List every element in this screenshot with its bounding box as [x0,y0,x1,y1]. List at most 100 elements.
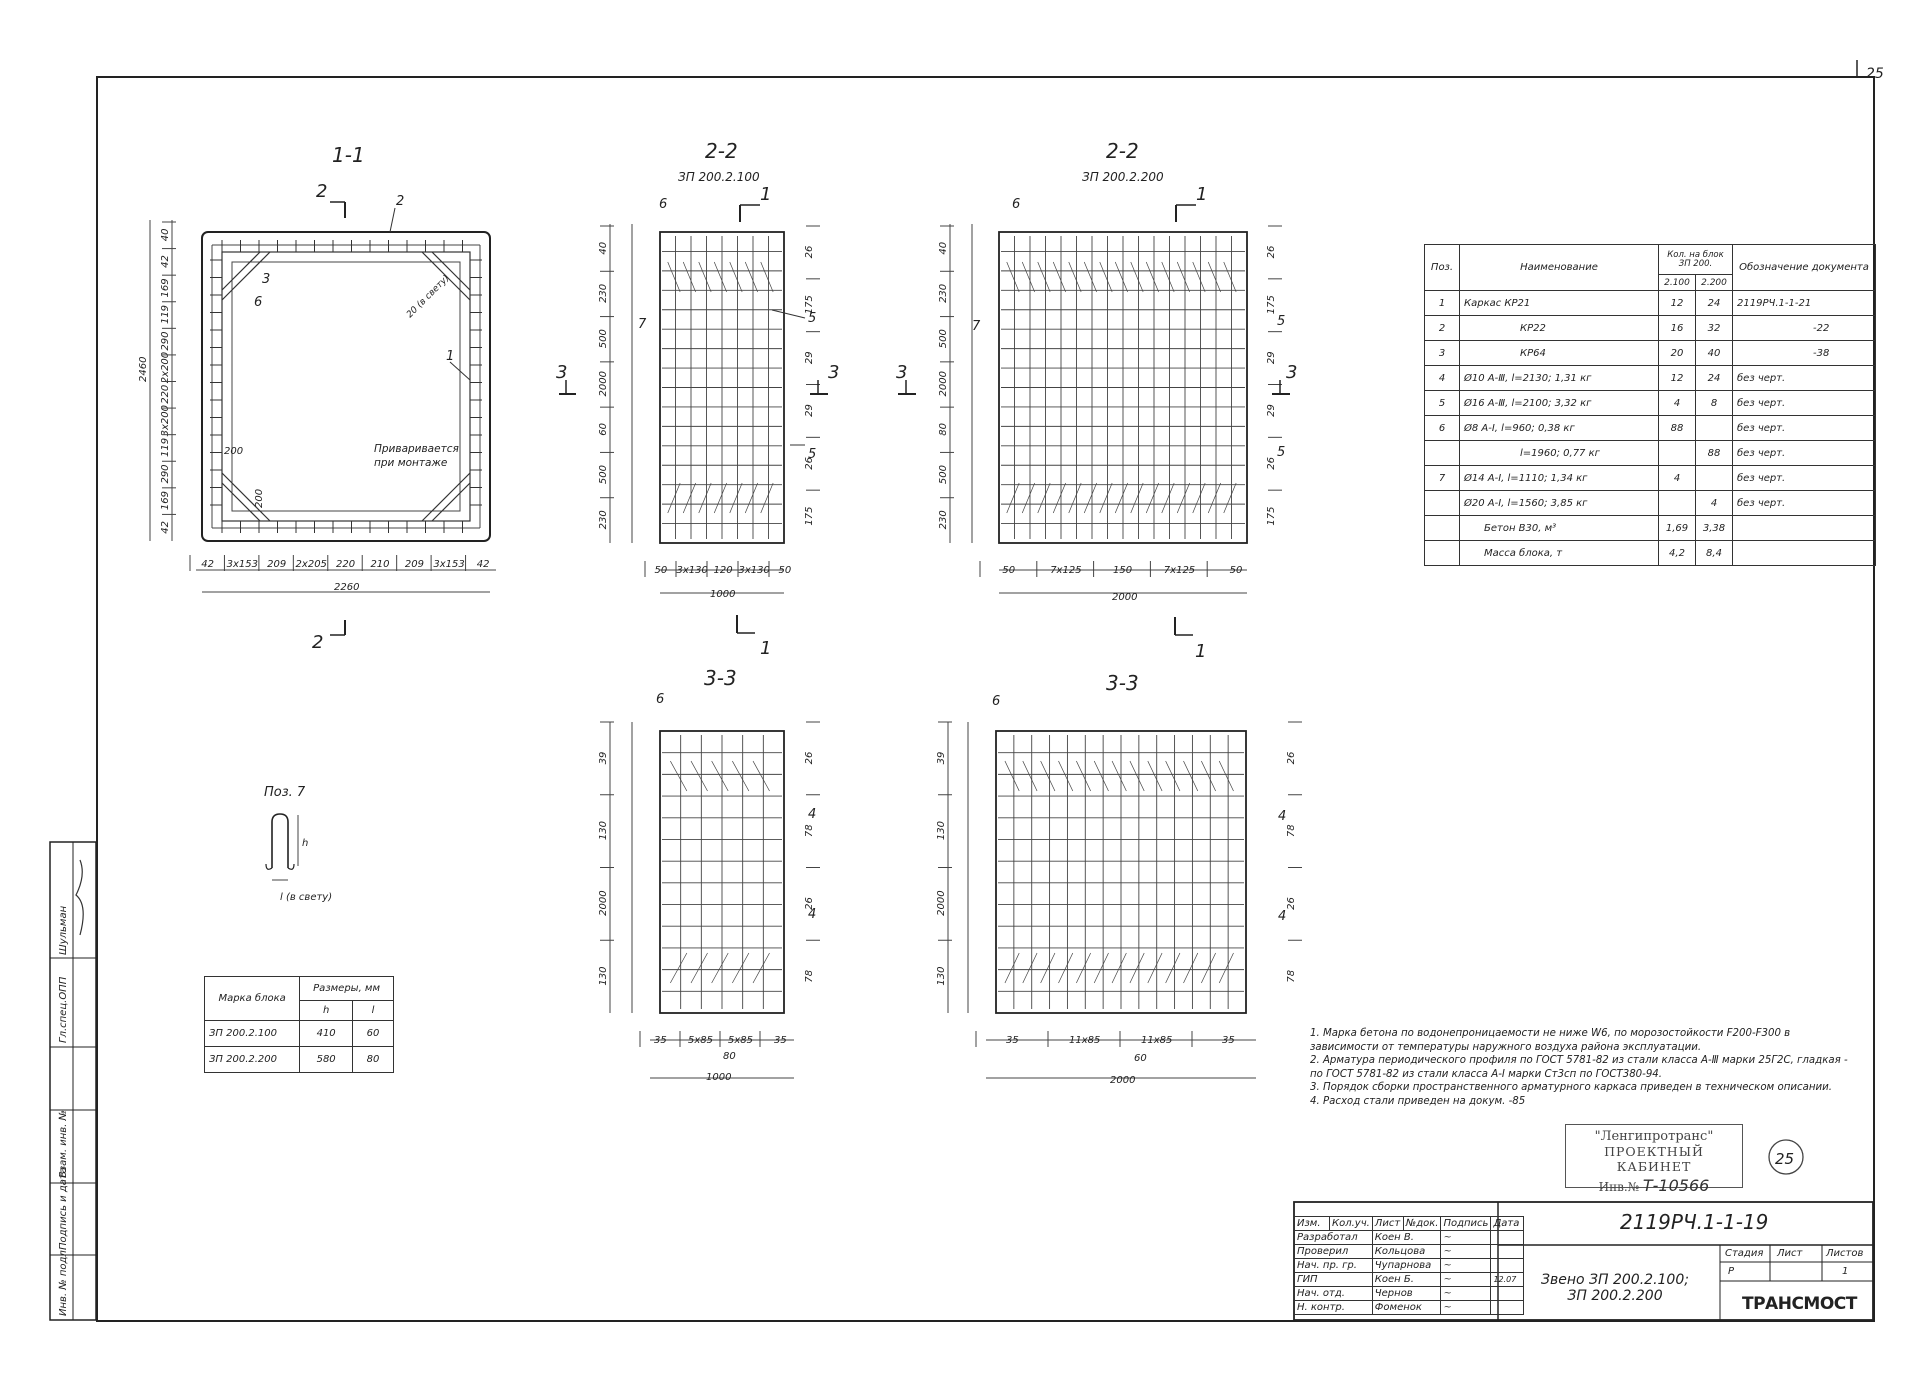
dimension-label: 119 [160,438,171,457]
dimension-label: 220 [336,559,355,570]
svg-text:3: 3 [828,362,839,383]
svg-text:2-2: 2-2 [1106,139,1139,163]
svg-text:l (в свету): l (в свету) [280,892,332,903]
dimension-label: 175 [804,506,815,525]
dimension-label: 2x205 [296,559,327,570]
svg-text:5: 5 [1277,445,1285,460]
table-cell [1424,490,1460,516]
dimension-label: 26 [804,752,815,765]
table-cell: Ø14 А-I, l=1110; 1,34 кг [1459,465,1659,491]
table-cell [1695,415,1733,441]
table-cell: 6 [1424,415,1460,441]
dimension-label: 29 [804,351,815,364]
dimension-label: 80 [938,423,949,436]
svg-text:1-1: 1-1 [332,143,365,167]
dimension-label: 130 [598,821,609,840]
dimension-label: 39 [936,752,947,765]
dimension-label: 78 [1286,824,1297,837]
table-cell: Ø10 А-Ⅲ, l=2130; 1,31 кг [1459,365,1659,391]
signature-row: Н. контр.Фоменок~ [1294,1300,1525,1315]
dimension-label: 78 [1286,970,1297,983]
dimension-label: 3x130 [677,565,708,576]
svg-text:2260: 2260 [334,582,359,593]
table-cell: 20 [1658,340,1696,366]
dimension-label: 42 [160,255,171,268]
dimension-label: 500 [938,465,949,484]
signature-row: Нач. отд.Чернов~ [1294,1286,1525,1301]
svg-text:7: 7 [972,319,981,334]
dimension-label: 130 [598,967,609,986]
svg-text:6: 6 [659,197,667,212]
svg-text:1000: 1000 [710,589,735,600]
svg-text:2: 2 [316,181,327,202]
dimension-label: 119 [160,305,171,324]
drawing-title: Звено ЗП 200.2.100;ЗП 200.2.200 [1541,1272,1689,1304]
dimension-label: 50 [1230,565,1243,576]
dimension-label: 230 [938,510,949,529]
svg-text:1: 1 [760,184,771,205]
dimension-label: 175 [1266,506,1277,525]
dimension-label: 42 [160,521,171,534]
svg-text:80: 80 [723,1051,736,1062]
table-cell [1732,515,1876,541]
dimension-label: 130 [936,967,947,986]
table-cell: 8 [1695,390,1733,416]
table-cell: 88 [1658,415,1696,441]
svg-text:2-2: 2-2 [705,139,738,163]
dimension-label: 209 [405,559,424,570]
svg-text:3-3: 3-3 [1106,671,1139,695]
dimension-label: 29 [1266,404,1277,417]
dimension-label: 210 [370,559,389,570]
svg-text:Инв. № подл.: Инв. № подл. [58,1247,69,1316]
signature-row: Нач. пр. гр.Чупарнова~ [1294,1258,1525,1273]
svg-text:1: 1 [1195,641,1206,662]
svg-text:Подпись и дата: Подпись и дата [58,1167,69,1250]
dimension-label: 60 [598,423,609,436]
dimension-label: 5x85 [728,1035,753,1046]
svg-text:Поз. 7: Поз. 7 [264,785,306,800]
svg-text:2460: 2460 [138,357,149,382]
dimension-label: 50 [655,565,668,576]
table-cell: Ø8 А-I, l=960; 0,38 кг [1459,415,1659,441]
svg-text:60: 60 [1134,1053,1147,1064]
dimension-label: 11x85 [1069,1035,1100,1046]
dimension-label: 3x200 [160,405,171,436]
dimension-label: 7x125 [1164,565,1195,576]
table-row: ЗП 200.2.200 [203,1046,301,1073]
dimension-label: 130 [936,821,947,840]
svg-text:4: 4 [808,807,816,822]
table-cell: без черт. [1732,390,1876,416]
dimension-label: 78 [804,824,815,837]
svg-text:6: 6 [656,692,664,707]
table-cell: КР22 [1459,315,1659,341]
dimension-label: 169 [160,491,171,510]
dimension-label: 150 [1113,565,1132,576]
table-cell [1424,440,1460,466]
table-cell: КР64 [1459,340,1659,366]
dimension-label: 26 [1266,457,1277,470]
table-cell: 8,4 [1695,540,1733,566]
table-cell: 3,38 [1695,515,1733,541]
dimension-label: 42 [477,559,490,570]
dimension-label: 500 [598,465,609,484]
dimension-label: 5x85 [688,1035,713,1046]
dimension-label: 40 [938,242,949,255]
dimension-label: 26 [804,457,815,470]
dimension-label: 230 [598,510,609,529]
table-cell: 1,69 [1658,515,1696,541]
table-cell: 3 [1424,340,1460,366]
document-code: 2119РЧ.1-1-19 [1620,1210,1769,1234]
